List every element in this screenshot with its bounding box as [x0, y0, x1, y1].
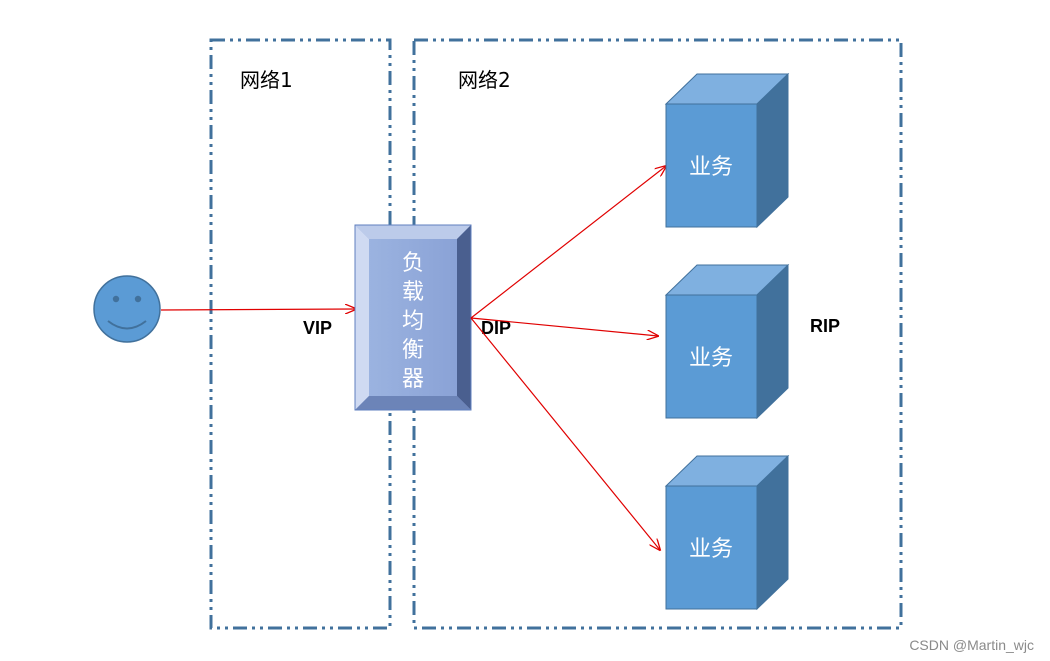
rip-label: RIP — [810, 316, 840, 336]
lb-char-5: 器 — [402, 367, 424, 392]
lb-to-service-1-arrow — [470, 166, 666, 319]
service-3-label: 业务 — [689, 537, 733, 562]
lb-char-4: 衡 — [402, 338, 424, 363]
lb-char-3: 均 — [402, 309, 424, 334]
network-1-boundary — [209, 38, 392, 630]
service-server-3 — [664, 454, 790, 611]
load-balancer — [354, 224, 472, 411]
service-1-label: 业务 — [689, 155, 733, 180]
lb-char-1: 负 — [402, 251, 424, 276]
dip-label: DIP — [481, 318, 511, 338]
service-server-2 — [664, 263, 790, 420]
client-to-lb-arrow — [160, 309, 356, 310]
vip-label: VIP — [303, 318, 332, 338]
watermark-text: CSDN @Martin_wjc — [909, 637, 1034, 653]
network-1-label: 网络1 — [240, 68, 293, 92]
lb-char-2: 载 — [402, 280, 424, 305]
service-server-1 — [664, 72, 790, 229]
lb-to-service-3-arrow — [470, 317, 660, 550]
smiley-face-icon — [93, 275, 161, 343]
service-2-label: 业务 — [689, 346, 733, 371]
network-2-label: 网络2 — [458, 68, 511, 92]
lb-to-service-2-arrow — [470, 317, 658, 336]
